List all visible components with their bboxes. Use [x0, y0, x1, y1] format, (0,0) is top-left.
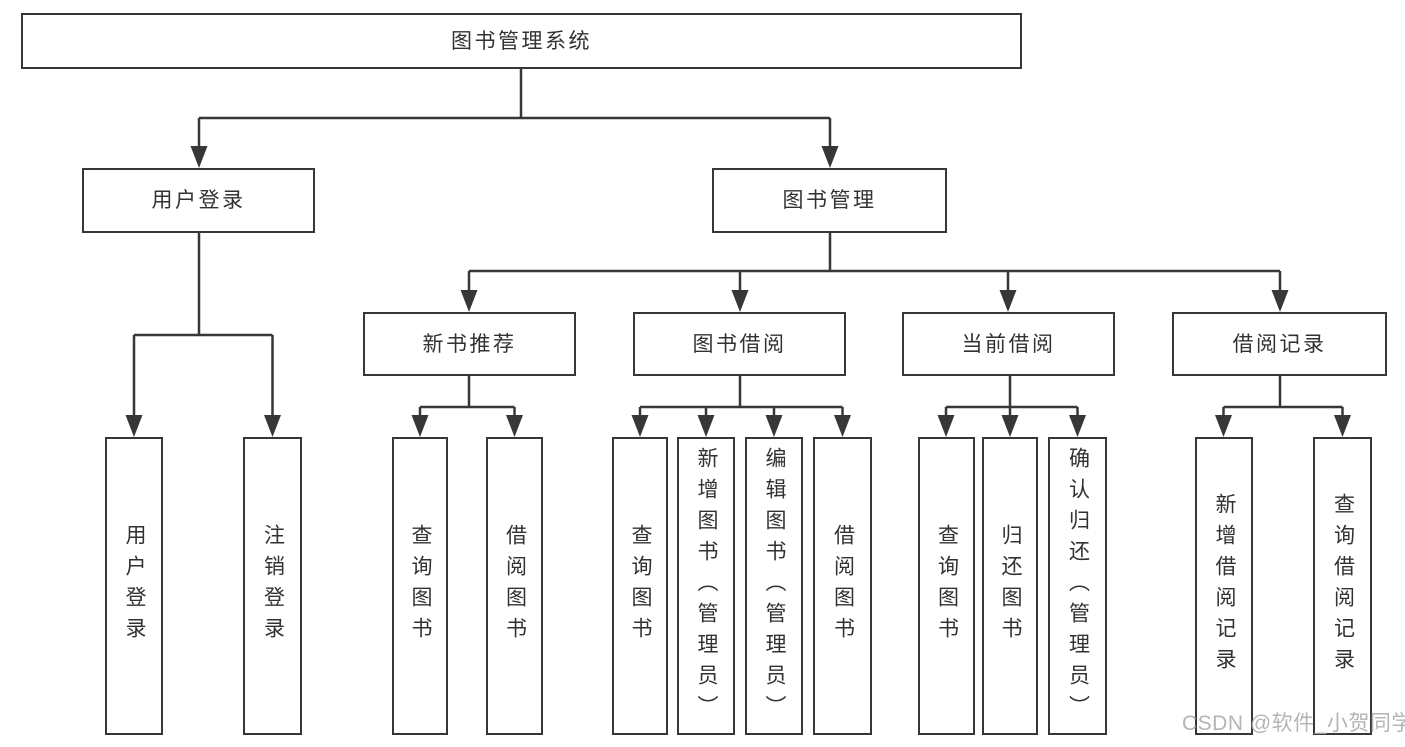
leaf-add-borrow-record: 新增借阅记录 — [1195, 437, 1253, 735]
leaf-return-books-label: 归还图书 — [999, 524, 1023, 648]
leaf-query-borrow-record-label: 查询借阅记录 — [1331, 493, 1355, 679]
leaf-borrow-books-recommend: 借阅图书 — [486, 437, 543, 735]
node-user-login-label: 用户登录 — [151, 189, 246, 212]
leaf-confirm-return-admin-label: 确认归还（管理员） — [1066, 446, 1090, 726]
node-user-login: 用户登录 — [82, 168, 315, 233]
node-library-system-label: 图书管理系统 — [451, 29, 592, 53]
node-book-borrowing-label: 图书借阅 — [692, 332, 787, 356]
leaf-user-login: 用户登录 — [105, 437, 163, 735]
node-new-book-recommendation: 新书推荐 — [363, 312, 576, 376]
leaf-logout-label: 注销登录 — [261, 524, 285, 648]
leaf-query-books-recommend: 查询图书 — [392, 437, 448, 735]
leaf-user-login-label: 用户登录 — [123, 524, 147, 648]
node-borrowing-records: 借阅记录 — [1172, 312, 1387, 376]
csdn-watermark: CSDN @软件_小贺同学 — [1182, 712, 1405, 735]
leaf-add-book-admin-label: 新增图书（管理员） — [695, 446, 719, 726]
leaf-return-books: 归还图书 — [982, 437, 1038, 735]
leaf-query-books-current-label: 查询图书 — [935, 524, 959, 648]
node-current-borrowing: 当前借阅 — [902, 312, 1115, 376]
leaf-add-borrow-record-label: 新增借阅记录 — [1213, 493, 1237, 679]
leaf-borrow-books-recommend-label: 借阅图书 — [503, 524, 527, 648]
node-book-management-label: 图书管理 — [782, 189, 877, 212]
node-library-system: 图书管理系统 — [21, 13, 1022, 69]
leaf-borrow-books-label: 借阅图书 — [831, 524, 855, 648]
node-borrowing-records-label: 借阅记录 — [1232, 332, 1327, 356]
leaf-query-books-recommend-label: 查询图书 — [409, 524, 433, 648]
leaf-add-book-admin: 新增图书（管理员） — [677, 437, 735, 735]
leaf-edit-book-admin-label: 编辑图书（管理员） — [763, 446, 787, 726]
leaf-query-borrow-record: 查询借阅记录 — [1313, 437, 1372, 735]
leaf-query-books-borrow: 查询图书 — [612, 437, 668, 735]
node-book-management: 图书管理 — [712, 168, 947, 233]
node-new-book-recommendation-label: 新书推荐 — [422, 332, 517, 356]
leaf-borrow-books: 借阅图书 — [813, 437, 872, 735]
node-book-borrowing: 图书借阅 — [633, 312, 846, 376]
leaf-edit-book-admin: 编辑图书（管理员） — [745, 437, 803, 735]
leaf-query-books-borrow-label: 查询图书 — [629, 524, 653, 648]
leaf-logout: 注销登录 — [243, 437, 302, 735]
leaf-query-books-current: 查询图书 — [918, 437, 975, 735]
leaf-confirm-return-admin: 确认归还（管理员） — [1048, 437, 1107, 735]
node-current-borrowing-label: 当前借阅 — [961, 332, 1056, 356]
